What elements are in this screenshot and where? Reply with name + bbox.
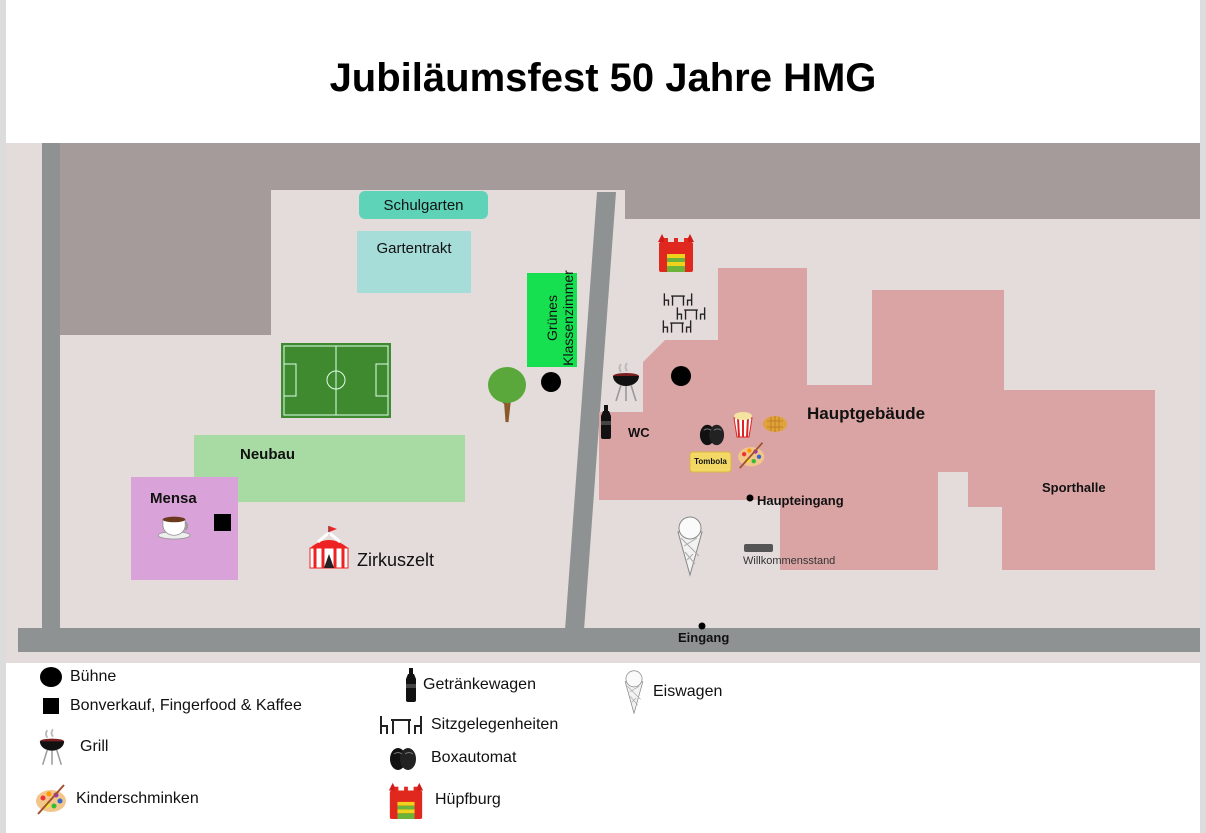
legend-label: Bonverkauf, Fingerfood & Kaffee [70, 697, 302, 714]
gartentrakt-building [357, 231, 471, 293]
sitzgelegenheiten-icon [662, 319, 692, 334]
eiswagen-icon [677, 516, 703, 576]
coffee-cup-icon [157, 515, 191, 540]
legend-item-buehne: Bühne [40, 667, 116, 687]
gruenes-klassenzimmer-area [527, 273, 577, 367]
willkommensstand-label: Willkommensstand [743, 555, 836, 567]
boxautomat-icon [699, 424, 725, 446]
gartentrakt-label: Gartentrakt [376, 240, 452, 257]
legend-item-getraenkewagen: Getränkewagen [405, 668, 536, 702]
tree-icon [488, 367, 526, 423]
boxing-gloves-icon [388, 744, 418, 772]
sitzgelegenheiten-icon [676, 306, 706, 321]
bouncy-castle-icon [387, 780, 425, 820]
legend-item-kinderschminken: Kinderschminken [34, 782, 199, 816]
eingang-dot [698, 622, 706, 630]
legend-item-bonverkauf: Bonverkauf, Fingerfood & Kaffee [43, 697, 302, 715]
grill-icon [612, 362, 640, 402]
stage-marker-main [671, 366, 691, 386]
circle-icon [40, 667, 62, 687]
legend-label: Kinderschminken [76, 790, 199, 807]
hauptgebaeude-building [599, 268, 1155, 570]
roads [18, 143, 1200, 652]
soccer-field [281, 343, 391, 418]
schulgarten-label: Schulgarten [383, 197, 464, 214]
map-shapes [18, 143, 1200, 652]
legend-item-sitzgelegenheiten: Sitzgelegenheiten [379, 714, 558, 736]
popcorn-icon [733, 412, 753, 438]
willkommensstand-marker [744, 544, 773, 552]
legend-item-grill: Grill [38, 724, 108, 770]
zirkuszelt-icon [308, 524, 350, 570]
legend-item-boxautomat: Boxautomat [388, 744, 516, 772]
stage-marker-garden [541, 372, 561, 392]
gruenes-klassenzimmer-label: Grünes Klassenzimmer [544, 270, 576, 366]
palette-icon [34, 782, 70, 816]
legend-label: Sitzgelegenheiten [431, 716, 559, 733]
neubau-label: Neubau [240, 446, 296, 463]
legend-item-eiswagen: Eiswagen [623, 670, 722, 714]
bottle-icon [405, 668, 417, 702]
bonverkauf-marker [214, 514, 231, 531]
waffle-icon [763, 416, 787, 432]
sitzgelegenheiten-icon [663, 292, 693, 307]
getraenkewagen-icon [601, 405, 611, 439]
site-map [6, 143, 1200, 663]
legend-label: Eiswagen [653, 683, 723, 700]
neubau-building [194, 435, 465, 502]
zirkuszelt-label: Zirkuszelt [357, 550, 435, 570]
square-icon [43, 698, 59, 714]
neighbor-buildings [60, 143, 1200, 335]
wc-label: WC [628, 425, 650, 440]
ice-cream-icon [623, 670, 645, 714]
huepfburg-icon [658, 234, 694, 272]
table-chairs-icon [379, 714, 423, 736]
legend-label: Hüpfburg [435, 791, 501, 808]
legend-label: Bühne [70, 668, 117, 685]
schulgarten-area [359, 191, 488, 219]
haupteingang-dot [746, 494, 754, 502]
eingang-label: Eingang [678, 630, 730, 645]
tombola-ticket [689, 451, 732, 473]
sporthalle-label: Sporthalle [1042, 480, 1106, 495]
page-title: Jubiläumsfest 50 Jahre HMG [329, 56, 877, 100]
hauptgebaeude-label: Hauptgebäude [807, 404, 926, 423]
mensa-label: Mensa [150, 490, 197, 507]
haupteingang-label: Haupteingang [757, 493, 844, 508]
grill-icon [38, 724, 66, 770]
legend-label: Grill [80, 738, 109, 755]
legend-label: Getränkewagen [423, 676, 536, 693]
legend-label: Boxautomat [431, 749, 517, 766]
legend-item-huepfburg: Hüpfburg [387, 780, 501, 820]
tombola-label: Tombola [694, 457, 727, 466]
